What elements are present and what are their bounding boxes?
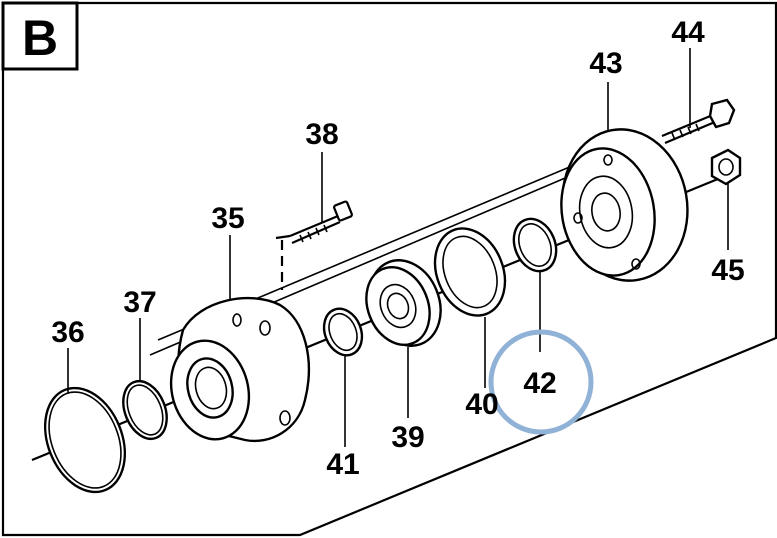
callout-37: 37 — [123, 286, 156, 319]
callout-35: 35 — [211, 202, 244, 235]
highlight-circle — [488, 329, 594, 435]
callout-labels: 36 37 35 38 41 39 40 42 43 44 45 — [51, 16, 744, 481]
leader-lines — [67, 48, 729, 447]
callout-40: 40 — [465, 388, 498, 421]
part-36-oring — [43, 386, 127, 494]
part-41-ring — [322, 307, 364, 357]
part-43-end-flange — [560, 128, 689, 282]
callout-44: 44 — [671, 16, 705, 49]
callout-43: 43 — [589, 47, 622, 80]
part-42-ring — [512, 217, 558, 273]
panel-label-box: B — [1, 1, 79, 71]
part-37-oring — [122, 379, 168, 441]
part-35-flange-housing — [169, 297, 311, 443]
callout-41: 41 — [326, 448, 359, 481]
callout-39: 39 — [391, 421, 424, 454]
panel-label: B — [22, 10, 58, 66]
part-38-screw — [275, 200, 353, 290]
callout-38: 38 — [305, 118, 338, 151]
callout-42: 42 — [523, 367, 556, 400]
part-44-bolt — [661, 98, 736, 145]
callout-36: 36 — [51, 316, 84, 349]
part-40-ring — [433, 227, 507, 317]
part-45-nut — [710, 148, 742, 186]
part-39-seal — [365, 259, 442, 347]
callout-45: 45 — [711, 254, 744, 287]
